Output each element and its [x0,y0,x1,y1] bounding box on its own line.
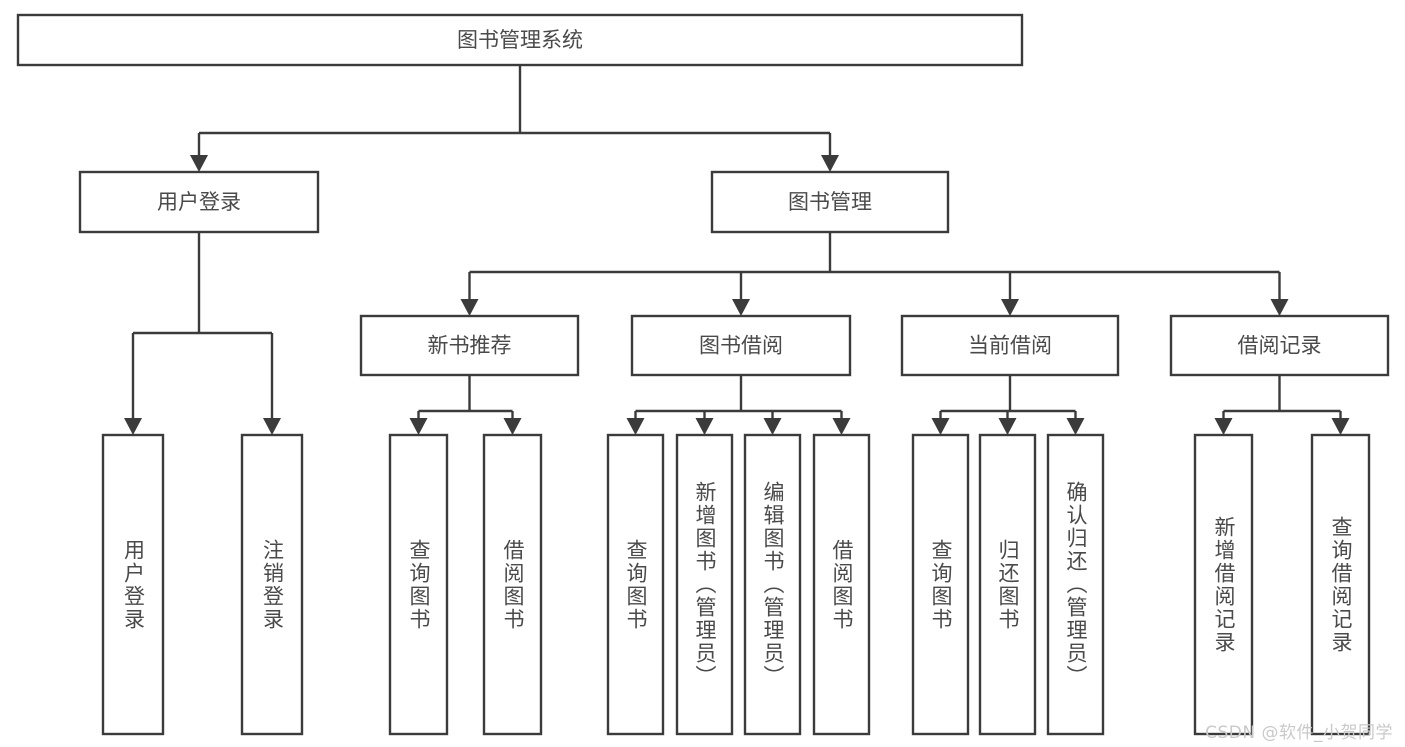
node-label-root: 图书管理系统 [457,28,583,52]
node-box-leaf-borrow-book-1[interactable] [482,433,543,736]
node-label-borrow-record: 借阅记录 [1238,334,1322,358]
node-box-leaf-add-book[interactable] [675,433,734,736]
connectors-layer [124,65,1350,435]
node-box-current-borrow[interactable] [900,314,1120,377]
connector-arrow [409,418,428,435]
node-box-book-borrow[interactable] [630,314,852,377]
node-box-leaf-logout[interactable] [240,433,304,736]
node-label-book-manage: 图书管理 [788,190,872,214]
connector-arrow [124,418,142,435]
connector-arrow [1331,418,1350,435]
connector-arrow [460,299,479,316]
node-box-leaf-query-book-2[interactable] [606,433,665,736]
boxes-layer [16,13,1390,736]
node-box-leaf-confirm-return[interactable] [1046,433,1105,736]
node-label-book-borrow: 图书借阅 [699,334,783,358]
node-box-leaf-add-record[interactable] [1193,433,1254,736]
connector-arrow [931,418,950,435]
connector-arrow [732,299,750,316]
connector-arrow [998,418,1017,435]
node-box-new-book-rec[interactable] [359,314,580,377]
connector-arrow [1270,299,1289,316]
connector-arrow [821,155,839,172]
node-box-leaf-return-book[interactable] [978,433,1037,736]
node-box-leaf-borrow-book-2[interactable] [812,433,871,736]
csdn-watermark: CSDN @软件_小贺同学 [1205,723,1393,743]
node-box-leaf-query-book-3[interactable] [911,433,970,736]
node-box-leaf-user-login[interactable] [101,433,165,736]
node-label-user-login: 用户登录 [157,190,241,214]
connector-arrow [1001,299,1019,316]
node-label-current-borrow: 当前借阅 [968,334,1052,358]
node-box-root[interactable] [16,13,1024,67]
node-label-new-book-rec: 新书推荐 [428,334,512,358]
connector-arrow [763,418,782,435]
node-box-book-manage[interactable] [710,170,950,234]
connector-arrow [1066,418,1085,435]
connector-arrow [263,418,281,435]
node-box-leaf-edit-book[interactable] [743,433,802,736]
connector-arrow [1214,418,1233,435]
connector-arrow [503,418,522,435]
node-box-user-login[interactable] [78,170,320,234]
connector-arrow [695,418,714,435]
node-box-leaf-query-book-1[interactable] [388,433,449,736]
connector-arrow [190,155,208,172]
node-box-leaf-query-record[interactable] [1310,433,1371,736]
connector-arrow [626,418,645,435]
node-box-borrow-record[interactable] [1169,314,1390,377]
connector-arrow [832,418,851,435]
